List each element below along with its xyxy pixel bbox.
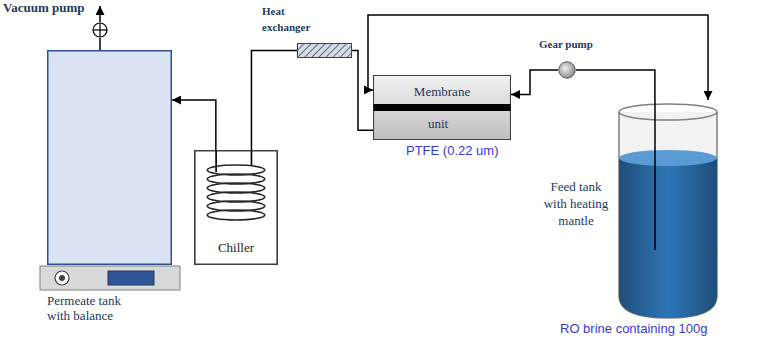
permeate-tank: [47, 50, 172, 265]
feed-tank: Feed tank with heating mantleRO brine co…: [612, 100, 722, 322]
pipe-line: [251, 51, 297, 151]
component-label: unit: [373, 116, 503, 132]
valve-symbol: [92, 22, 108, 38]
component-label: PTFE (0.22 um): [406, 143, 498, 158]
component-label: Heat exchanger: [262, 3, 324, 35]
gear-pump: Gear pump: [558, 61, 576, 79]
component-label: Feed tank with heating mantle: [541, 178, 611, 229]
pipe-line: [99, 38, 101, 50]
permeate-tank: Permeate tank with balance: [47, 50, 172, 265]
pipe-line: [511, 70, 558, 95]
pump-symbol: [558, 61, 576, 79]
membrane-unit: MembraneunitPTFE (0.22 um): [373, 75, 511, 140]
component-label: RO brine containing 100g: [560, 321, 707, 336]
heat-exchanger: Heat exchanger: [297, 43, 352, 58]
component-label: Membrane: [373, 84, 511, 100]
component-label: Permeate tank with balance: [47, 293, 147, 323]
feed-tank-beaker: [612, 100, 722, 322]
component-label: Gear pump: [539, 37, 593, 51]
pipe-line: [576, 70, 655, 100]
pipe-line: [352, 51, 373, 131]
chiller: Chiller: [194, 150, 278, 265]
pipe-line: [172, 100, 216, 150]
heat-exchanger-symbol: [297, 43, 352, 58]
vacuum-valve: Vacuum pump: [92, 22, 108, 38]
pipe-line: [368, 15, 708, 100]
balance-symbol: [40, 266, 180, 290]
component-label: Chiller: [194, 240, 278, 256]
vacuum-outlet-arrow: [99, 6, 101, 22]
component-label: Vacuum pump: [3, 0, 85, 16]
